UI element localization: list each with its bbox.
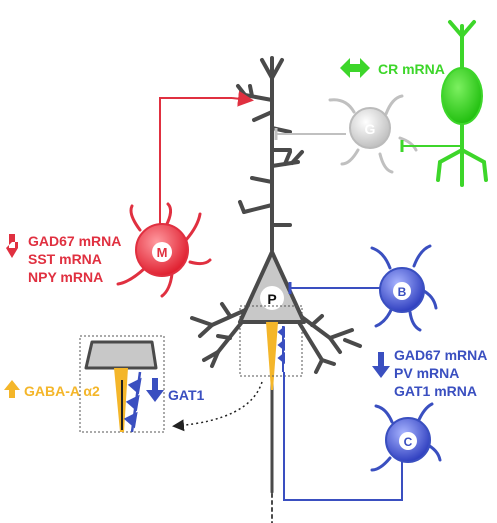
red-label-npy: NPY mRNA [28, 269, 103, 285]
red-down-arrow-icon [6, 234, 18, 258]
gat1-label: GAT1 [168, 387, 205, 403]
basket-label: B [398, 285, 407, 299]
pyramidal-label: P [267, 291, 276, 307]
martinotti-label: M [157, 245, 168, 260]
basket-cell: B [288, 244, 438, 332]
chandelier-label: C [404, 435, 413, 449]
gaba-label: GABA-A α2 [24, 383, 100, 399]
blue-label-pv: PV mRNA [394, 365, 459, 381]
blue-label-gad67: GAD67 mRNA [394, 347, 487, 363]
blue-down-arrow-icon [372, 352, 390, 378]
gat1-down-arrow-icon [146, 378, 164, 402]
cr-label: CR mRNA [378, 61, 445, 77]
cr-bidirectional-arrow-icon [340, 58, 370, 78]
glial-cell: G [274, 94, 418, 174]
blue-label-gat1: GAT1 mRNA [394, 383, 477, 399]
chandelier-cell: C [283, 372, 442, 501]
zoom-region-box [239, 305, 303, 377]
inset-zoom [79, 335, 165, 433]
gaba-up-arrow-icon [4, 380, 20, 398]
cr-cell [400, 20, 488, 187]
axon-initial-segment [266, 322, 278, 390]
chandelier-cartridge [277, 325, 285, 372]
red-label-sst: SST mRNA [28, 251, 102, 267]
martinotti-cell: M [116, 90, 254, 298]
red-label-gad67: GAD67 mRNA [28, 233, 121, 249]
glial-label: G [365, 121, 376, 137]
